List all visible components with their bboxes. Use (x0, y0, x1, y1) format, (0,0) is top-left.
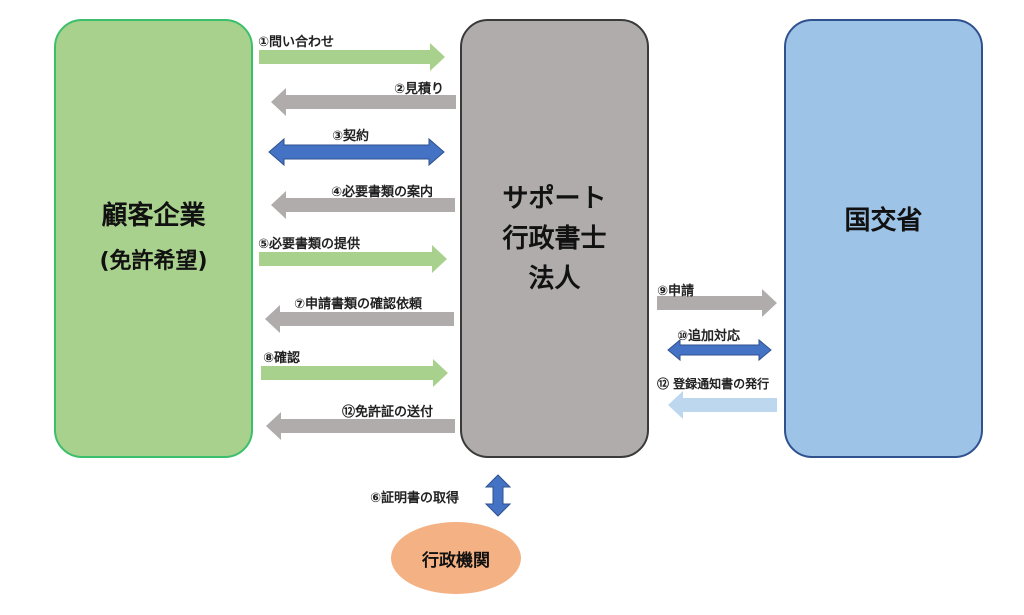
flow-arrow-8 (261, 359, 448, 387)
flow-arrow-3 (268, 137, 445, 167)
flow-label-7: ⑦申請書類の確認依頼 (294, 297, 423, 312)
flow-arrow-2 (271, 88, 456, 116)
flow-arrow-12-notice (668, 391, 777, 419)
client-company-node: 顧客企業 (免許希望) (54, 19, 253, 458)
support-office-node: サポート 行政書士 法人 (460, 19, 649, 458)
flow-label-2: ②見積り (394, 82, 445, 97)
flow-arrow-1 (259, 43, 445, 71)
mlit-title: 国交省 (844, 206, 923, 236)
government-agency-node: 行政機関 (391, 522, 521, 594)
flow-arrow-9 (657, 289, 777, 317)
flow-label-6: ⑥証明書の取得 (370, 491, 460, 506)
flow-arrow-12-license (266, 412, 455, 440)
government-agency-title: 行政機関 (422, 550, 490, 571)
flow-label-4: ④必要書類の案内 (331, 185, 434, 200)
flow-arrow-4 (271, 191, 455, 219)
support-office-line-1: サポート (502, 183, 607, 214)
support-office-line-2: 行政書士 (502, 223, 607, 254)
client-company-title: 顧客企業 (101, 200, 206, 231)
flow-label-10: ⑩追加対応 (677, 329, 741, 344)
flow-label-5: ⑤必要書類の提供 (258, 237, 361, 252)
flow-arrow-10 (667, 338, 772, 362)
mlit-node: 国交省 (784, 19, 983, 458)
flow-arrow-6 (484, 474, 512, 517)
flow-label-9: ⑨申請 (657, 284, 695, 299)
support-office-line-3: 法人 (528, 263, 581, 294)
flow-label-12-license: ⑫免許証の送付 (342, 405, 434, 420)
flow-arrow-5 (259, 245, 447, 273)
flow-label-8: ⑧確認 (263, 351, 301, 366)
client-company-subtitle: (免許希望) (99, 248, 208, 274)
flow-arrow-7 (265, 305, 454, 333)
flow-label-12-notice: ⑫ 登録通知書の発行 (657, 377, 770, 391)
flow-label-3: ③契約 (332, 129, 370, 144)
flow-label-1: ①問い合わせ (258, 35, 335, 50)
